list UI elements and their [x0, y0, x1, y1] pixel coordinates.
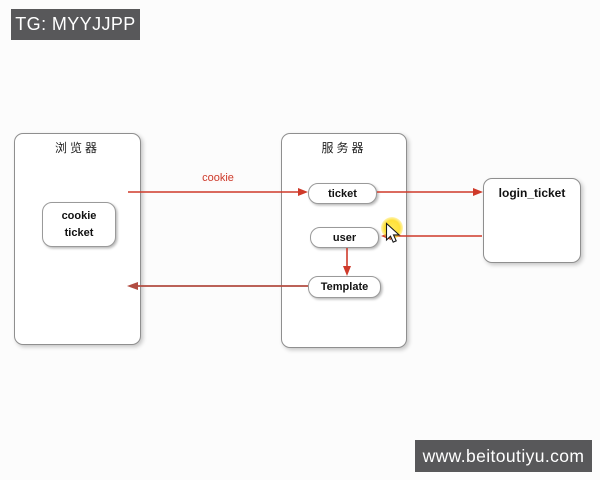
website-watermark-badge: www.beitoutiyu.com	[415, 440, 592, 472]
user-node: user	[310, 227, 379, 248]
cookie-ticket-node: cookie ticket	[42, 202, 116, 247]
cookie-line-label: cookie	[61, 209, 97, 222]
arrowhead-ticket-to-login-ticket	[473, 188, 483, 196]
browser-box-title: 浏览器	[54, 141, 100, 155]
telegram-watermark-badge: TG: MYYJJPP	[11, 9, 140, 40]
ticket-node: ticket	[308, 183, 377, 204]
login-ticket-box: login_ticket	[483, 178, 581, 263]
server-box-title: 服务器	[321, 141, 367, 155]
ticket-node-label: ticket	[328, 187, 357, 200]
user-node-label: user	[332, 231, 357, 244]
template-node: Template	[308, 276, 381, 298]
ticket-line-label: ticket	[64, 226, 94, 239]
cookie-edge-label: cookie	[202, 172, 234, 184]
login-ticket-box-title: login_ticket	[498, 186, 566, 200]
template-node-label: Template	[320, 281, 369, 293]
